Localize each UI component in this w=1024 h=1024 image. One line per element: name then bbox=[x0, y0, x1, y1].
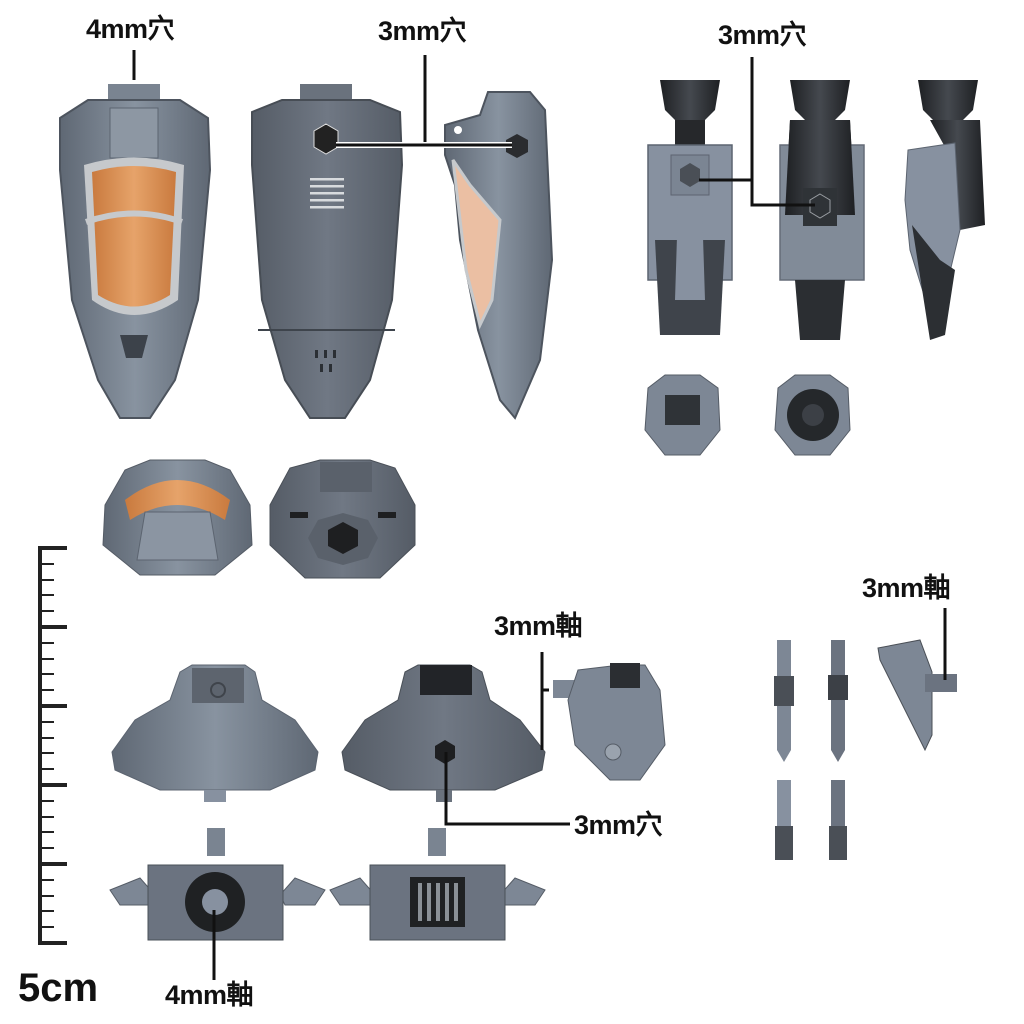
forearm-back bbox=[779, 80, 865, 340]
forearm-end-view-1 bbox=[644, 374, 721, 456]
hip-unit-front bbox=[111, 664, 319, 802]
label-3mm-hole-mid: 3mm穴 bbox=[574, 810, 663, 840]
waist-unit-top bbox=[329, 828, 546, 941]
scale-label-5cm: 5cm bbox=[18, 966, 99, 1010]
small-peg-1 bbox=[775, 780, 793, 860]
forearm-end-view-2 bbox=[774, 374, 851, 456]
label-3mm-hole-top-mid: 3mm穴 bbox=[378, 16, 467, 46]
shin-armor-side bbox=[444, 91, 554, 420]
forearm-front bbox=[647, 80, 733, 335]
knee-part-back bbox=[269, 459, 416, 579]
shin-armor-back bbox=[251, 84, 404, 419]
waist-unit-bottom bbox=[109, 828, 326, 941]
forearm-side bbox=[904, 80, 985, 340]
label-4mm-shaft-bottom: 4mm軸 bbox=[165, 980, 254, 1010]
shin-armor-front bbox=[59, 84, 212, 419]
label-3mm-shaft-right: 3mm軸 bbox=[862, 573, 951, 603]
small-pin-1 bbox=[774, 640, 794, 762]
small-blade-part bbox=[877, 639, 957, 752]
small-peg-2 bbox=[829, 780, 847, 860]
label-3mm-shaft-mid: 3mm軸 bbox=[494, 611, 583, 641]
label-3mm-hole-top-right: 3mm穴 bbox=[718, 20, 807, 50]
hip-unit-back bbox=[341, 664, 546, 802]
leader-lines bbox=[132, 50, 947, 980]
knee-part-front bbox=[102, 459, 253, 576]
hip-unit-side bbox=[553, 663, 666, 781]
scale-ruler bbox=[38, 546, 67, 945]
small-pin-2 bbox=[828, 640, 848, 762]
label-4mm-hole-top-left: 4mm穴 bbox=[86, 14, 175, 44]
